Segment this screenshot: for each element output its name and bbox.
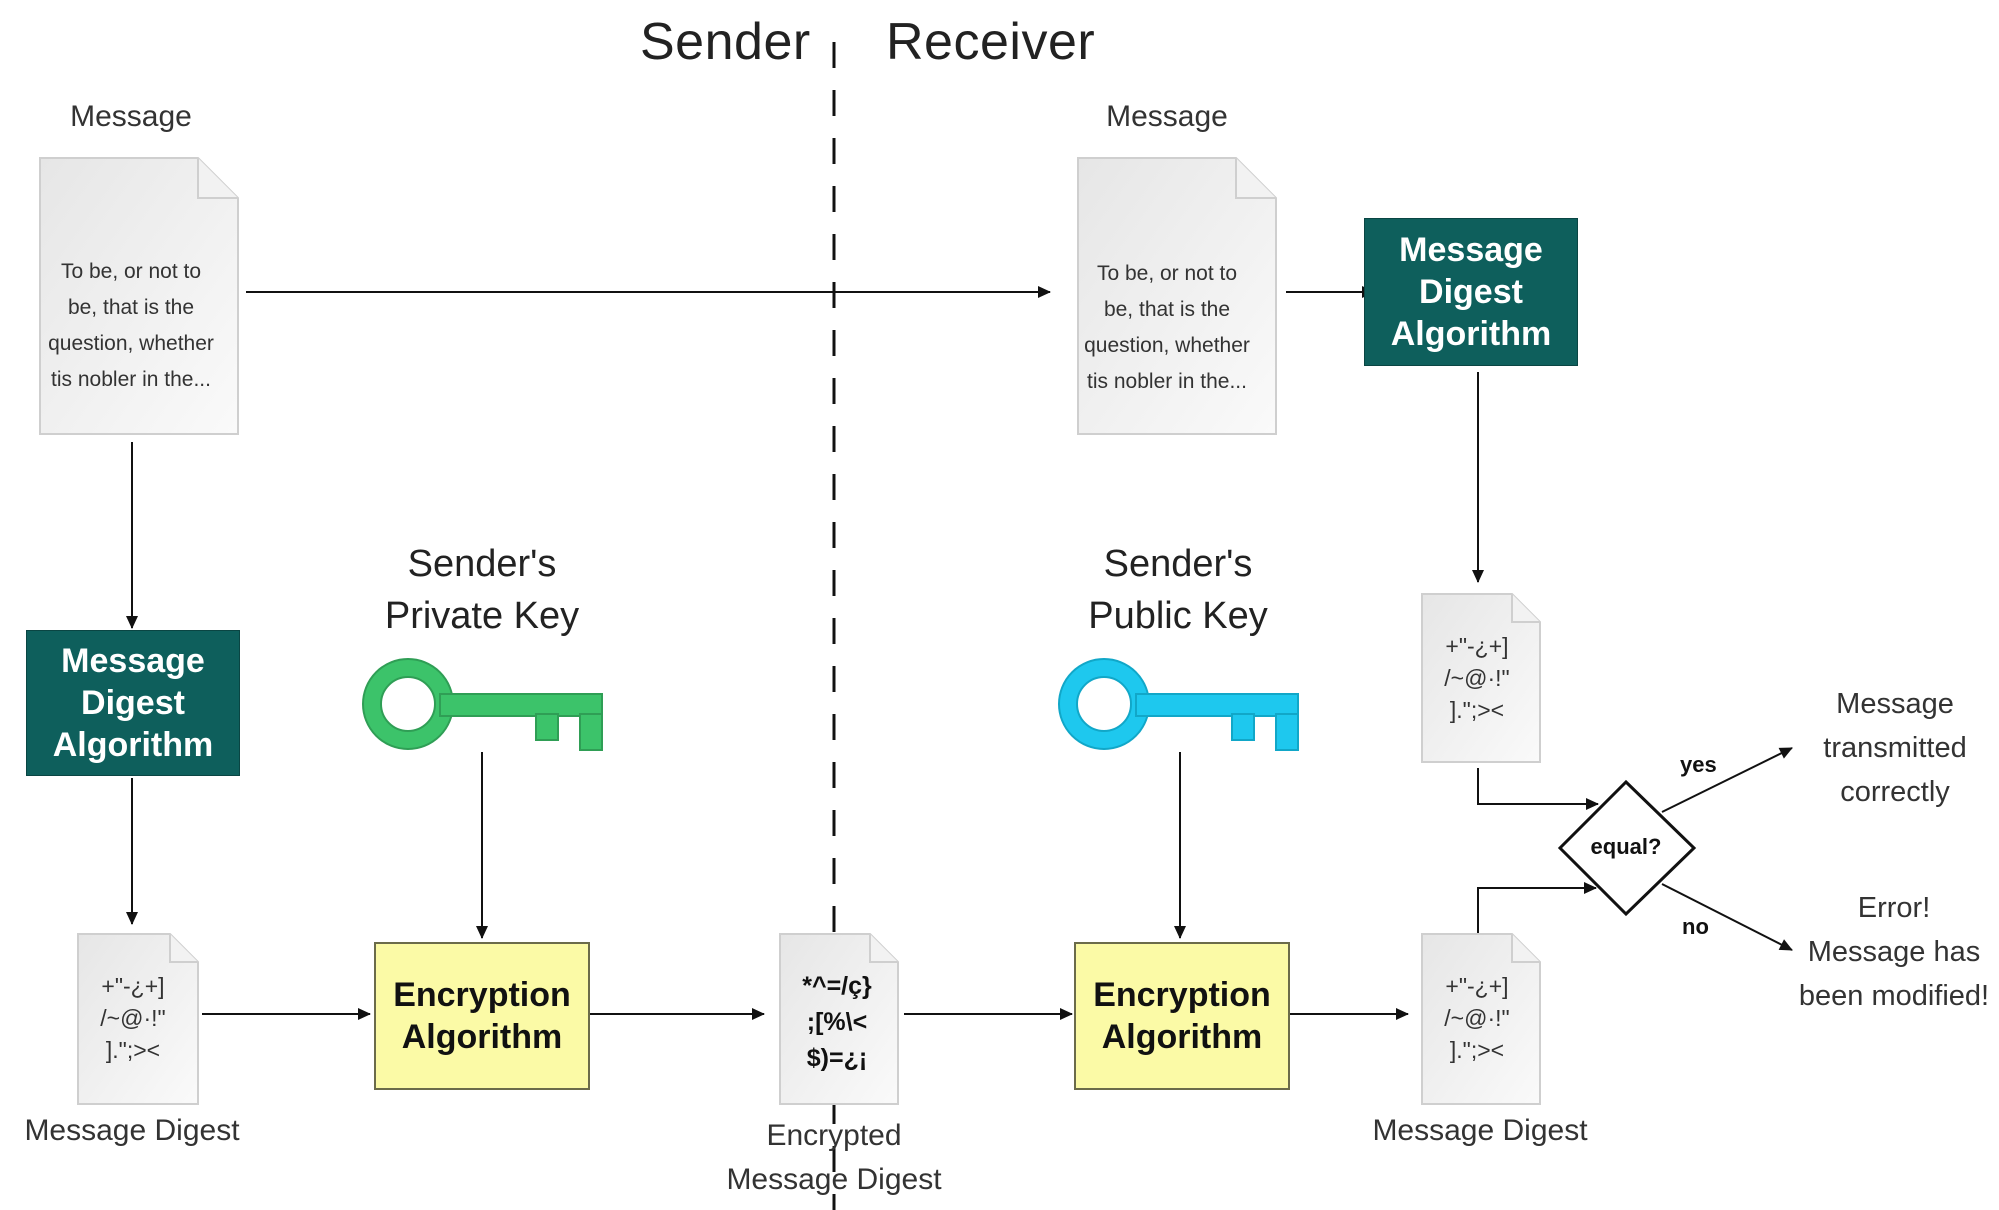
- sender-encryption-algorithm: Encryption Algorithm: [374, 942, 590, 1090]
- sender-header: Sender: [640, 13, 811, 71]
- receiver-message-label: Message: [1106, 100, 1228, 133]
- receiver-digest-top-text: +"-¿+] /~@·!" ].";><: [1444, 633, 1510, 723]
- sender-digest-text: +"-¿+] /~@·!" ].";><: [100, 973, 166, 1063]
- private-key-label: Sender's Private Key: [384, 543, 580, 637]
- arrow-equal-no: [1661, 883, 1793, 951]
- receiver-digest-top-document: [1421, 593, 1541, 763]
- result-transmitted-correctly: Message transmitted correctly: [1823, 688, 1967, 808]
- sender-message-text: To be, or not to be, that is the questio…: [48, 260, 214, 391]
- sender-message-label: Message: [70, 100, 192, 133]
- encrypted-digest-document: [779, 933, 899, 1105]
- receiver-message-document: [1077, 157, 1277, 435]
- arrow-bottom-digest-to-equal: [1477, 882, 1597, 934]
- receiver-digest-bottom-document: [1421, 933, 1541, 1105]
- sender-digest-document: [77, 933, 199, 1105]
- receiver-encryption-algorithm: Encryption Algorithm: [1074, 942, 1290, 1090]
- sender-message-digest-algorithm: Message Digest Algorithm: [26, 630, 240, 776]
- receiver-message-digest-algorithm: Message Digest Algorithm: [1364, 218, 1578, 366]
- equal-decision-diamond: [1557, 779, 1697, 917]
- sender-digest-label: Message Digest: [24, 1114, 240, 1147]
- encrypted-digest-text: *^=/ç} ;[%\< $)=¿¡: [802, 972, 872, 1072]
- equal-decision-label: equal?: [1590, 834, 1662, 859]
- encrypted-digest-label: Encrypted Message Digest: [726, 1119, 942, 1196]
- receiver-message-text: To be, or not to be, that is the questio…: [1084, 262, 1250, 393]
- sender-message-document: [39, 157, 239, 435]
- receiver-header: Receiver: [886, 13, 1096, 71]
- private-key-icon: [362, 658, 603, 751]
- receiver-digest-label: Message Digest: [1372, 1114, 1588, 1147]
- yes-label: yes: [1680, 752, 1717, 777]
- receiver-digest-bottom-text: +"-¿+] /~@·!" ].";><: [1444, 973, 1510, 1063]
- arrow-top-digest-to-equal: [1477, 768, 1599, 810]
- arrow-equal-yes: [1661, 747, 1793, 813]
- no-label: no: [1682, 914, 1709, 939]
- public-key-icon: [1058, 658, 1299, 751]
- result-message-modified: Error! Message has been modified!: [1798, 892, 1990, 1012]
- public-key-label: Sender's Public Key: [1088, 543, 1268, 637]
